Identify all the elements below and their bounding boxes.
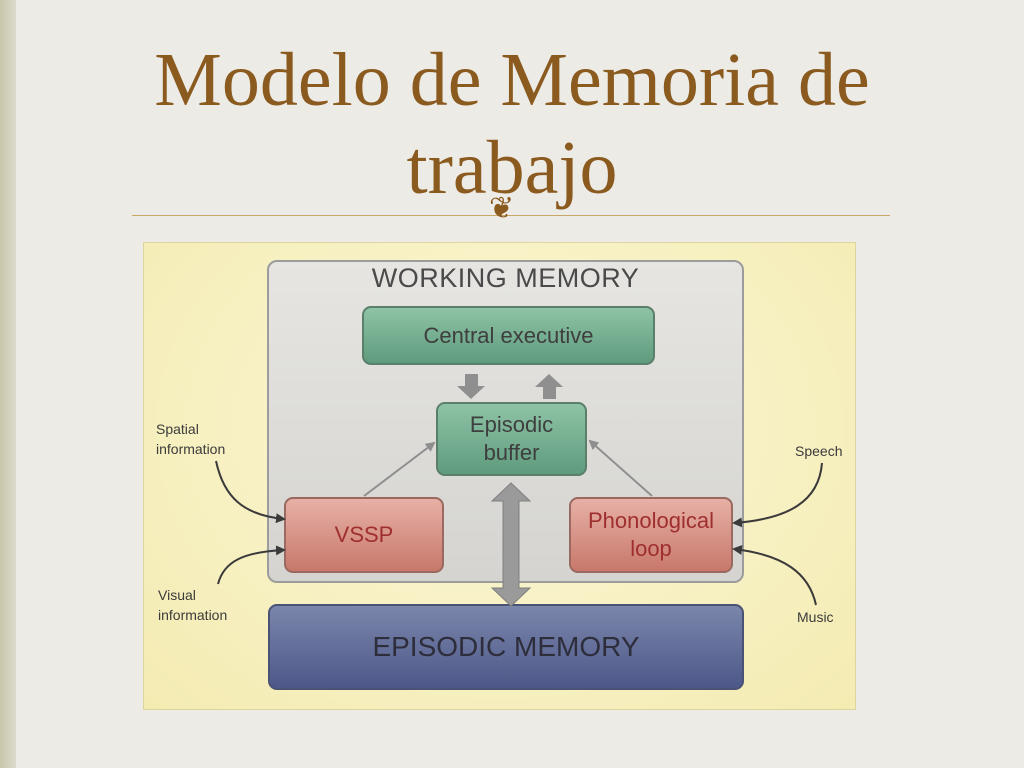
episodic-buffer-label-line2: buffer [483, 440, 540, 465]
episodic-buffer-box: Episodic buffer [436, 402, 587, 476]
visual-line1: Visual [158, 587, 196, 603]
arrow-vssp-to-buffer [363, 441, 436, 497]
phonological-loop-label-line2: loop [630, 536, 672, 561]
working-memory-label: WORKING MEMORY [371, 263, 640, 293]
slide-title: Modelo de Memoria de trabajo [154, 38, 870, 210]
spatial-line2: information [156, 441, 226, 457]
arrow-speech-to-phonological [732, 462, 823, 528]
vssp-box: VSSP [284, 497, 444, 573]
arrow-music-to-phonological [732, 544, 817, 606]
episodic-memory-box: EPISODIC MEMORY [268, 604, 744, 690]
diagram-arrows [215, 374, 823, 607]
working-memory-diagram: WORKING MEMORY Central executive Episodi… [143, 242, 856, 710]
phonological-loop-label-line1: Phonological [588, 508, 714, 533]
arrow-visual-to-vssp [217, 545, 286, 585]
music-label: Music [797, 609, 834, 625]
title-divider [132, 215, 890, 216]
vssp-label: VSSP [334, 522, 394, 547]
bidirectional-arrow-buffer-memory [490, 482, 532, 607]
left-decorative-band [0, 0, 16, 768]
arrow-phonological-to-buffer [588, 439, 653, 497]
spatial-line1: Spatial [156, 421, 199, 437]
arrow-spatial-to-vssp [215, 460, 286, 524]
spatial-information-label: Spatial information [156, 419, 225, 459]
visual-information-label: Visual information [158, 585, 227, 625]
visual-line2: information [158, 607, 228, 623]
episodic-buffer-label-line1: Episodic [469, 412, 554, 437]
episodic-memory-label: EPISODIC MEMORY [372, 631, 640, 662]
central-executive-label: Central executive [423, 322, 594, 348]
decorative-swirl-icon: ❦ [489, 191, 515, 226]
arrow-down-to-buffer [457, 374, 485, 399]
central-executive-box: Central executive [362, 306, 655, 365]
speech-label: Speech [795, 443, 843, 459]
phonological-loop-box: Phonological loop [569, 497, 733, 573]
arrow-up-to-executive [535, 374, 563, 399]
